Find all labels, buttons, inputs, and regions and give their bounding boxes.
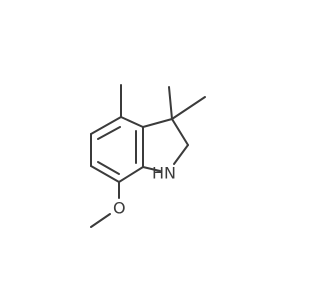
bond-ring-c3a-c4 xyxy=(120,116,144,128)
bond-c2-n1 xyxy=(173,144,189,165)
bond-ring-c4-c5 xyxy=(90,116,122,135)
bond-ring-c7-c7a xyxy=(118,166,144,183)
bond-n1-c7a xyxy=(142,166,161,172)
structure-canvas: O H N xyxy=(90,84,206,228)
bonds xyxy=(90,84,206,228)
hydrogen-label: H xyxy=(152,164,164,183)
bond-c3-methyl-right xyxy=(171,96,206,120)
atom-labels: O H N xyxy=(113,164,176,218)
bond-c3-c2 xyxy=(171,118,189,146)
bond-ring-c6-c7 xyxy=(90,165,120,183)
bond-ring-c5-c5-inner xyxy=(97,126,121,140)
oxygen-label: O xyxy=(113,199,126,218)
bond-c3-methyl-left xyxy=(168,86,173,120)
bond-c3a-c3 xyxy=(142,118,173,128)
bond-oxygen-methyl xyxy=(90,213,111,228)
molecule-diagram: O H N xyxy=(90,84,206,228)
nitrogen-label: N xyxy=(164,164,176,183)
bond-ring-c6-c7-inner xyxy=(97,161,120,175)
